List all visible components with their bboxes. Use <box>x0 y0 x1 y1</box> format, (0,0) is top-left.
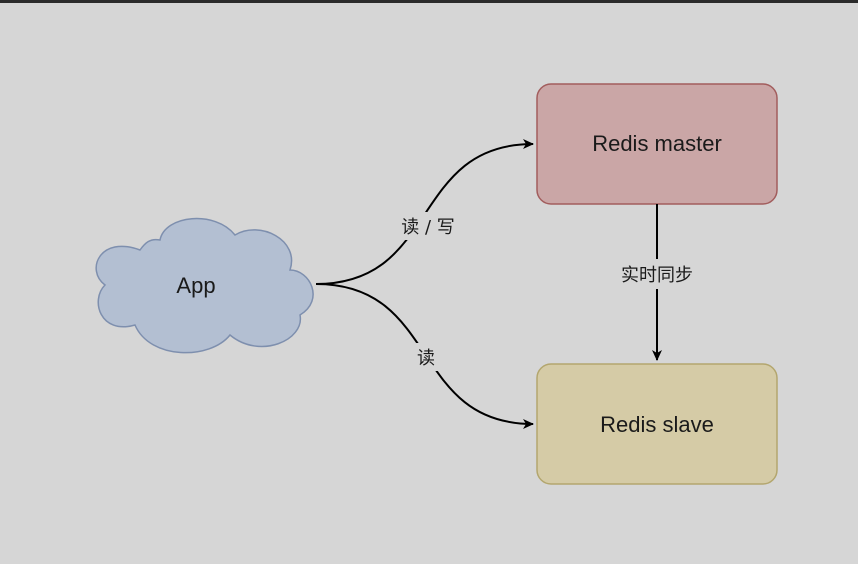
edge-label-read-write-bg <box>393 212 463 240</box>
redis-master-label: Redis master <box>592 131 722 156</box>
app-label: App <box>176 273 215 298</box>
redis-slave-box <box>536 363 778 485</box>
edge-label-read-bg <box>411 343 441 371</box>
redis-slave-label: Redis slave <box>600 412 714 437</box>
window-top-bar <box>0 0 858 3</box>
edge-label-sync: 实时同步 <box>621 265 693 286</box>
cloud-shape <box>95 217 314 354</box>
edge-label-read: 读 <box>417 348 435 369</box>
redis-master-node: Redis master <box>536 83 778 205</box>
redis-slave-node: Redis slave <box>536 363 778 485</box>
edge-label-read-write: 读 / 写 <box>401 217 455 238</box>
app-cloud-node: App <box>95 217 314 354</box>
edge-label-sync-bg <box>615 259 699 289</box>
